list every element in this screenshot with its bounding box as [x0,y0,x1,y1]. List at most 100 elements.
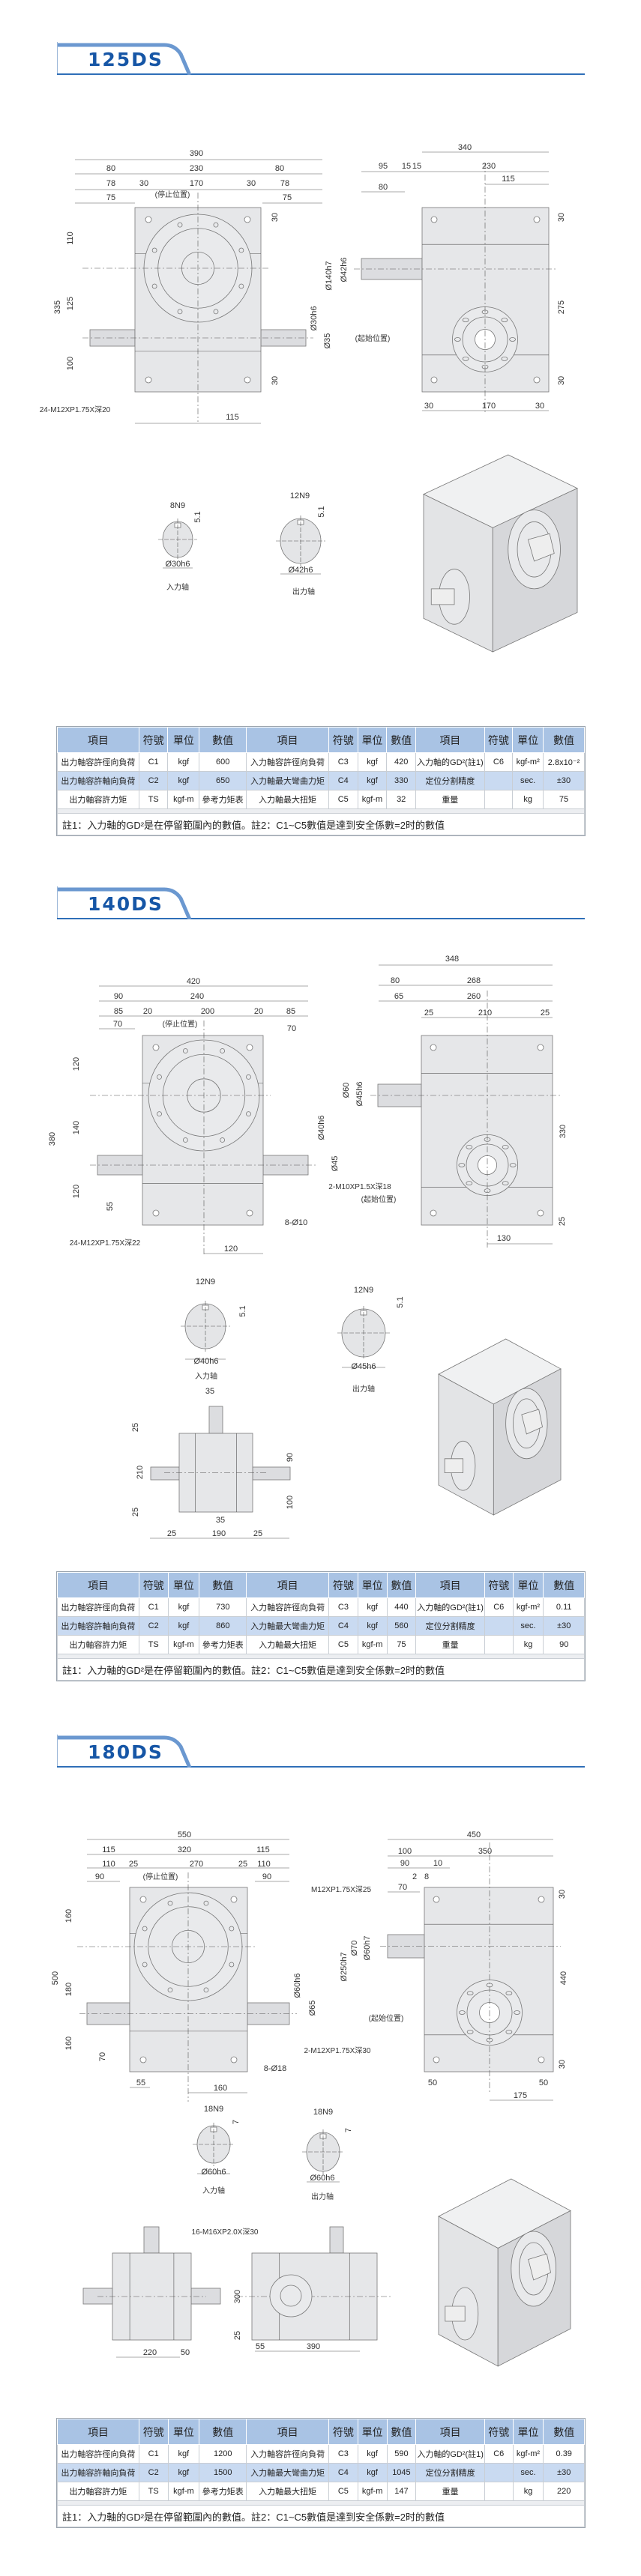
dimension-label: Ø60h6 [310,2174,334,2183]
bolt-hole [182,1137,188,1143]
dimension-label: 15 [412,162,421,171]
dimension-label: 30 [558,2060,567,2069]
table-cell: 出力軸容許軸向負荷 [57,771,139,790]
dimension-label: 335 [53,300,62,314]
table-header-row: 項目符號單位數值項目符號單位數值項目符號單位數值 [57,2419,585,2445]
dimension-label: 550 [178,1830,191,1839]
dimension-label: 85 [286,1007,295,1016]
table-cell: kgf [167,752,200,772]
dimension-label: 440 [559,1971,568,1985]
dimension-label: 110 [257,1860,271,1869]
dimension-label: 35 [205,1387,214,1396]
table-cell: C6 [484,752,514,772]
table-cell: kgf [357,2444,388,2464]
dimension-label: 340 [458,143,472,152]
dimension-label: 500 [51,1971,60,1985]
mounting-hole [433,2056,440,2063]
table-cell: 重量 [415,2482,485,2501]
dimension-label: 出力轴 [352,1384,375,1394]
table-cell: C2 [138,1616,169,1636]
column-header: 數值 [199,1572,247,1598]
dimension-label: 25 [131,1423,140,1432]
slot-hole [458,1163,466,1167]
table-cell: kgf-m [167,790,200,809]
table-cell: sec. [512,1616,544,1636]
dimension-label: 110 [66,232,75,245]
slot-hole [502,1144,509,1149]
dimension-label: 390 [190,149,203,158]
side-shaft-left [82,2288,113,2305]
dimension-label: (停止位置) [163,1019,198,1029]
table-cell [484,2463,514,2482]
bolt-hole [213,222,219,228]
slot-hole [459,2010,466,2015]
bolt-hole [238,247,244,253]
dimension-label: 200 [201,1007,214,1016]
table-cell: 590 [386,2444,417,2464]
flange-inner-ring [148,1906,229,1987]
dimension-label: 210 [136,1466,145,1479]
table-cell: C1 [138,2444,169,2464]
dimension-label: 35 [216,1516,225,1525]
tab-outline [58,887,192,919]
column-header: 單位 [357,727,388,753]
bolt-hole [142,1962,148,1968]
table-cell: C3 [328,752,358,772]
slot-hole [462,318,469,323]
bolt-hole [142,1926,148,1932]
dimension-label: 7 [232,2120,241,2124]
dimension-label: 70 [398,1883,407,1892]
table-cell: 參考力矩表 [199,2482,247,2501]
dimension-label: 220 [143,2348,157,2357]
bolt-hole [167,1900,173,1906]
dimension-label: (停止位置) [155,190,190,199]
table-cell: kgf [167,2444,200,2464]
slot-hole [484,1188,491,1194]
header-rule [57,73,585,75]
table-cell: 0.11 [543,1597,585,1617]
slot-hole [454,337,461,342]
mounting-hole [139,1896,147,1903]
mounting-hole [139,2056,147,2063]
dimension-label: 160 [214,2084,227,2093]
dimension-label: 8N9 [170,501,185,510]
table-note: 註1：入力軸的GD²是在停留範圍內的數值。註2：C1~C5數值是達到安全係數=2… [57,813,585,835]
table-cell: 入力軸容許徑向負荷 [246,1597,330,1617]
dimension-label: 24-M12XP1.75X深20 [40,405,111,414]
dimension-label: 175 [514,2091,527,2100]
dimension-label: 70 [113,1020,122,1029]
dimension-label: 160 [64,2037,73,2050]
dimension-label: 15 [402,162,411,171]
mounting-hole [533,216,541,223]
table-cell: C5 [328,1635,358,1654]
slot-hole [514,2010,520,2015]
table-cell: 參考力矩表 [199,1635,247,1654]
dimension-label: M12XP1.75X深25 [311,1885,371,1894]
column-header: 項目 [246,1572,330,1598]
mounting-hole [430,1044,437,1051]
dimension-label: 95 [379,162,388,171]
dimension-label: 出力轴 [292,587,315,596]
mounting-hole [430,216,438,223]
dimension-label: 75 [106,193,115,202]
dimension-label: 80 [106,164,115,173]
dimension-label: 80 [275,164,284,173]
table-cell: C2 [138,771,169,790]
mounting-hole [244,216,251,223]
tab-outline [58,43,192,75]
table-cell: C1 [138,1597,169,1617]
column-header: 項目 [415,1572,485,1598]
dimension-label: 18N9 [313,2108,333,2117]
dimension-label: Ø250h7 [340,1952,349,1981]
dimension-label: (起始位置) [369,2013,404,2023]
slot-hole [466,2029,474,2034]
column-header: 符號 [484,2419,514,2445]
table-cell [484,771,514,790]
column-header: 項目 [57,727,139,753]
table-cell: 入力軸最大彎曲力矩 [246,1616,330,1636]
